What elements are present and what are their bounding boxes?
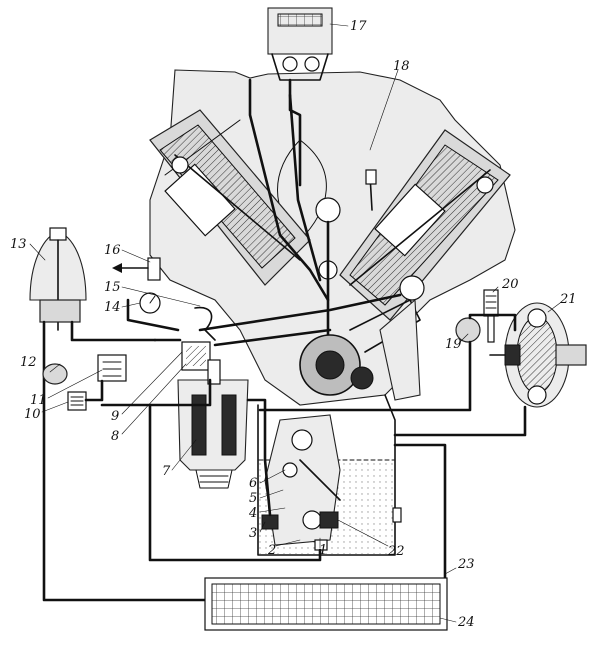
label-16: 16	[104, 243, 121, 258]
breather-16	[112, 257, 161, 281]
label-1: 1	[319, 543, 327, 558]
label-22: 22	[387, 544, 405, 559]
valve-20	[483, 289, 499, 343]
oil-cooler-24	[204, 577, 448, 631]
oil-filter-17	[267, 7, 333, 187]
engine-block	[149, 69, 516, 406]
label-12: 12	[20, 355, 37, 370]
label-8: 8	[111, 429, 119, 444]
label-5: 5	[249, 491, 257, 506]
label-24: 24	[457, 615, 475, 630]
oil-radiator-valve-13	[29, 227, 207, 602]
leader-lines	[29, 23, 561, 623]
label-23: 23	[457, 557, 475, 572]
gauge-19	[455, 317, 481, 343]
label-11: 11	[30, 393, 47, 408]
oil-sump	[257, 394, 402, 556]
gauge-12	[42, 363, 68, 385]
gauge-14	[139, 292, 161, 314]
crankshaft	[299, 197, 425, 396]
label-18: 18	[393, 59, 410, 74]
label-14: 14	[104, 300, 121, 315]
right-cylinder-bank	[339, 129, 511, 321]
label-17: 17	[350, 19, 367, 34]
label-21: 21	[559, 292, 577, 307]
oil-lines	[84, 298, 527, 582]
label-3: 3	[249, 526, 257, 541]
sensor-10	[67, 391, 87, 411]
label-13: 13	[10, 237, 27, 252]
label-9: 9	[111, 409, 119, 424]
pipe-15	[194, 306, 216, 341]
centrifugal-filter-7	[177, 341, 249, 489]
label-7: 7	[162, 464, 171, 479]
label-20: 20	[501, 277, 519, 292]
label-10: 10	[24, 407, 41, 422]
label-2: 2	[267, 543, 276, 558]
sensor-11	[97, 354, 127, 382]
label-15: 15	[104, 280, 121, 295]
left-cylinder-bank	[149, 109, 311, 286]
label-19: 19	[445, 337, 462, 352]
label-6: 6	[249, 476, 257, 491]
hydraulic-coupling-21	[489, 302, 587, 408]
callout-labels: 1 2 3 4 5 6 7 8 9 10 11 12 13 14 15 16 1…	[10, 19, 577, 630]
label-4: 4	[248, 506, 257, 521]
